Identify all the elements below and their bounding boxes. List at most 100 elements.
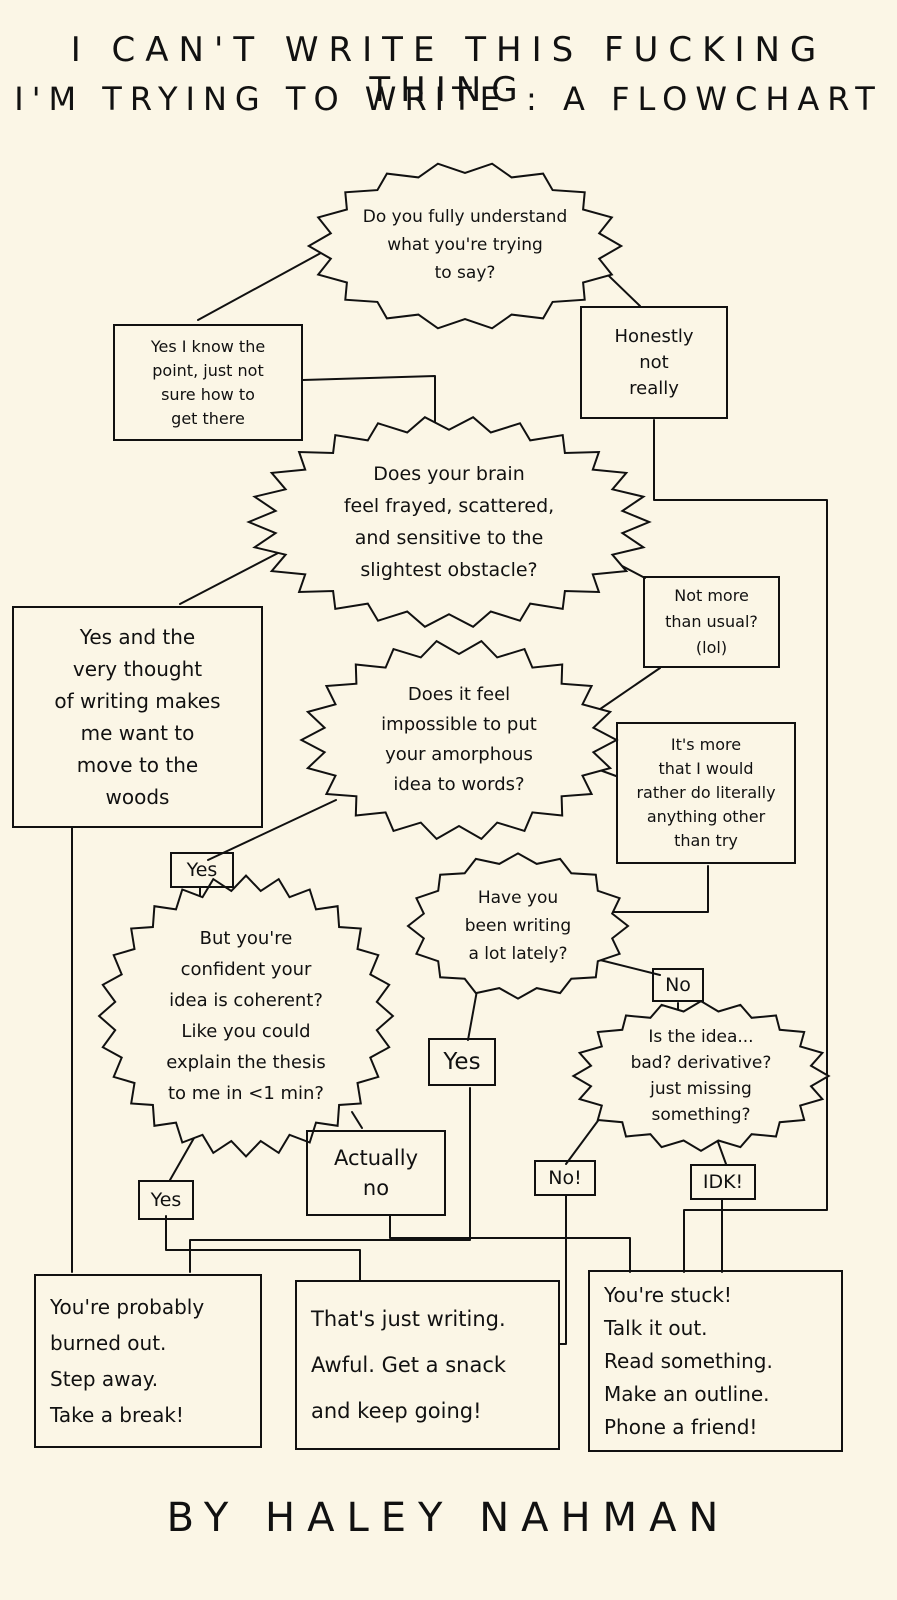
text-line: point, just not [152, 360, 264, 380]
connector-line [207, 799, 337, 861]
bubble-outline [299, 639, 619, 841]
text-line: Does your brain [373, 463, 525, 485]
text-line: Have you [477, 888, 559, 908]
text-line: Honestly [614, 325, 694, 347]
text-line: me want to [80, 721, 195, 745]
text-line: than usual? [665, 612, 758, 631]
connector-line [653, 419, 828, 1273]
result-just-writing: That's just writing. Awful. Get a snack an… [295, 1280, 560, 1450]
result-stuck: You're stuck! Talk it out. Read something.… [588, 1270, 843, 1452]
text-line: Does it feel [407, 684, 511, 705]
bubble-outline [97, 874, 395, 1158]
answer-yes-3: Yes [138, 1180, 194, 1220]
text-line: been writing [464, 916, 572, 936]
text-line: what you're trying [387, 235, 543, 255]
text-line: Take a break! [50, 1403, 184, 1427]
question-idea-bad: Is the idea...bad? derivative?just missi… [596, 1018, 806, 1134]
text-line: that I would [658, 759, 754, 778]
question-writing-lately: Have you been writing a lot lately? [428, 876, 608, 976]
decision-bubbles [97, 162, 831, 1158]
text-line: no [362, 1176, 390, 1200]
text-line: Actually [333, 1146, 419, 1170]
text-line: than try [674, 831, 738, 850]
text-line: It's more [670, 735, 742, 754]
text-line: idea to words? [393, 774, 525, 795]
text-line: IDK! [702, 1171, 744, 1193]
connector-line [389, 1215, 631, 1273]
text-line: Do you fully understand [362, 207, 568, 227]
text-line: impossible to put [381, 714, 537, 735]
text-line: sure how to [161, 384, 255, 404]
connector-line [613, 865, 709, 913]
connector-line [169, 1137, 195, 1181]
text-line: really [629, 377, 679, 399]
connector-line [467, 984, 479, 1041]
text-line: something? [651, 1105, 751, 1125]
bubble-outline [306, 162, 624, 330]
text-line: and sensitive to the [354, 527, 544, 549]
title-line-1: I CAN'T WRITE THIS FUCKING THING [70, 30, 827, 110]
connector-line [197, 247, 331, 321]
text-line: Like you could [181, 1021, 311, 1042]
connector-line [302, 375, 436, 445]
text-line: to say? [434, 263, 496, 283]
text-line: Yes [150, 1189, 182, 1211]
text-line: woods [105, 785, 170, 809]
question-impossible: Does it feel impossible to put your amorph… [334, 672, 584, 808]
text-line: No [665, 974, 691, 996]
text-line: a lot lately? [468, 944, 568, 964]
connector-line [165, 1215, 361, 1281]
bubble-outline [246, 415, 652, 629]
text-line: slightest obstacle? [360, 559, 538, 581]
bubble-outline [571, 1000, 831, 1152]
connector-line [559, 1195, 567, 1345]
text-line: You're probably [50, 1295, 205, 1319]
text-line: Read something. [604, 1348, 773, 1373]
answer-actually-no: Actually no [306, 1130, 446, 1216]
text-line: idea is coherent? [169, 990, 323, 1011]
text-line: to me in <1 min? [167, 1083, 324, 1104]
text-line: Yes [186, 859, 218, 881]
text-line: Make an outline. [604, 1381, 770, 1406]
answer-no-1: No [652, 968, 704, 1002]
connector-line [565, 1117, 601, 1165]
text-line: bad? derivative? [630, 1053, 772, 1073]
text-line: Step away. [50, 1367, 159, 1391]
text-line: Not more [674, 586, 749, 605]
title-line-2: I'M TRYING TO WRITE : A FLOWCHART [14, 80, 883, 118]
text-line: That's just writing. [311, 1307, 506, 1331]
text-line: Yes and the [79, 625, 196, 649]
text-line: feel frayed, scattered, [343, 495, 555, 517]
question-understand: Do you fully understand what you're tryin… [340, 190, 590, 300]
answer-yes-1: Yes [170, 852, 234, 888]
result-burned-out: You're probably burned out. Step away. Take… [34, 1274, 262, 1448]
text-line: Talk it out. [604, 1315, 708, 1340]
text-line: burned out. [50, 1331, 167, 1355]
text-line: and keep going! [311, 1399, 482, 1423]
answer-yes-2: Yes [428, 1038, 496, 1086]
connector-line [589, 667, 661, 717]
text-line: explain the thesis [166, 1052, 326, 1073]
answer-idk: IDK! [690, 1164, 756, 1200]
bubble-outline [406, 852, 630, 1000]
text-line: your amorphous [385, 744, 533, 765]
connector-line [717, 1141, 727, 1165]
question-brain-frayed: Does your brain feel frayed, scattered, an… [284, 452, 614, 592]
text-line: anything other [646, 807, 766, 826]
text-line: You're stuck! [604, 1282, 732, 1307]
connector-line [351, 1111, 363, 1129]
text-line: Yes [443, 1049, 481, 1075]
connector-line [179, 551, 281, 605]
text-line: No! [548, 1167, 582, 1189]
connector-line [599, 959, 661, 976]
text-line: just missing [650, 1079, 752, 1099]
text-line: Awful. Get a snack [311, 1353, 507, 1377]
text-line: move to the [76, 753, 199, 777]
answer-rather-do: It's more that I would rather do literally… [616, 722, 796, 864]
text-line: rather do literally [636, 783, 776, 802]
